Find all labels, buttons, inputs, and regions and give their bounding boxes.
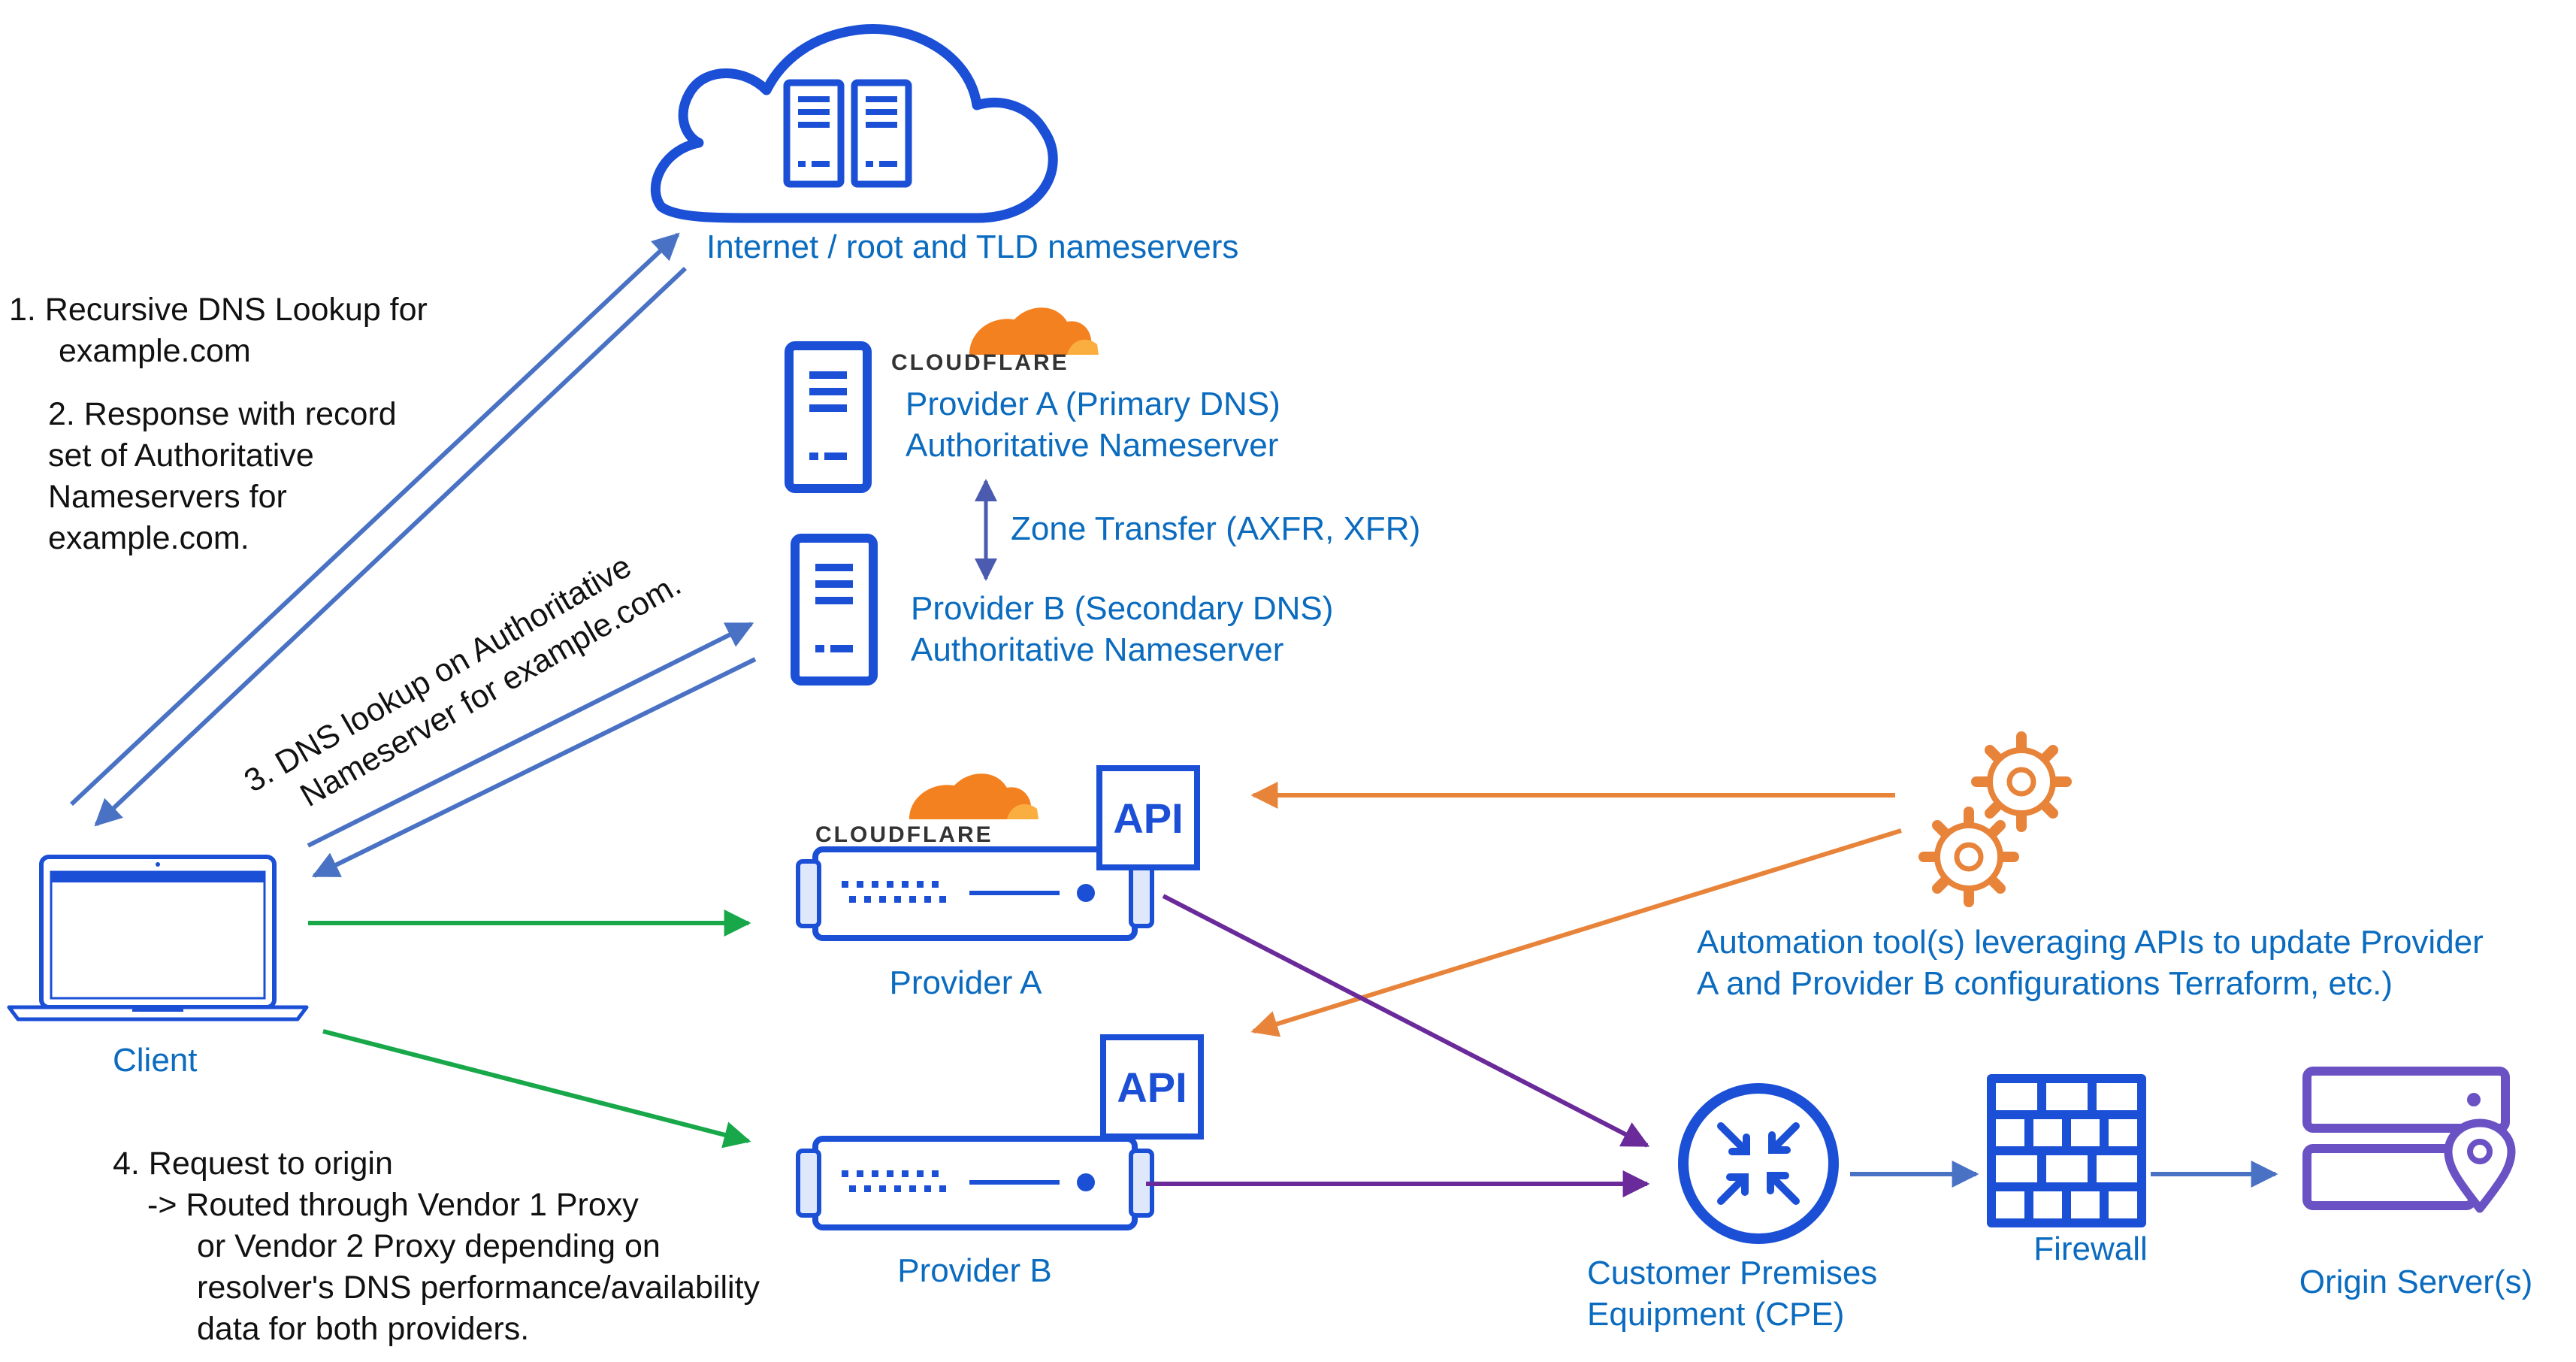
cloudflare-logo: CLOUDFLARE — [891, 307, 1099, 375]
automation-gears — [1918, 731, 2072, 907]
arrow-client-to-ns — [307, 622, 754, 848]
nameserver-b: Provider B (Secondary DNS) Authoritative… — [791, 534, 1333, 686]
ns-a-subtitle: Authoritative Nameserver — [906, 427, 1278, 464]
proxy-a-label: Provider A — [890, 964, 1043, 1001]
ns-b-subtitle: Authoritative Nameserver — [911, 631, 1283, 668]
api-badge: API — [1096, 765, 1200, 870]
cpe-subtitle: Equipment (CPE) — [1587, 1296, 1844, 1333]
client-laptop: Client — [7, 855, 309, 1079]
automation-text: Automation tool(s) leveraging APIs to up… — [1697, 924, 2484, 1002]
arrow-proxy-a-to-cpe — [1162, 894, 1650, 1148]
zone-transfer-label: Zone Transfer (AXFR, XFR) — [1011, 510, 1420, 547]
svg-text:Nameservers for: Nameservers for — [48, 479, 287, 515]
svg-text:or Vendor 2 Proxy depending on: or Vendor 2 Proxy depending on — [197, 1228, 661, 1264]
svg-text:resolver's DNS performance/ava: resolver's DNS performance/availability — [197, 1270, 760, 1306]
ns-b-title: Provider B (Secondary DNS) — [911, 590, 1333, 627]
step-1-text: 1. Recursive DNS Lookup for example.com — [9, 292, 428, 369]
cpe-title: Customer Premises — [1587, 1255, 1877, 1291]
origin-server-icon — [2302, 1067, 2516, 1213]
svg-text:3. DNS lookup on Authoritative: 3. DNS lookup on Authoritative — [238, 548, 637, 799]
server-icon — [791, 534, 878, 686]
laptop-icon — [7, 855, 309, 1021]
server-icon — [785, 341, 872, 493]
svg-text:-> Routed through Vendor 1 Pro: -> Routed through Vendor 1 Proxy — [147, 1187, 639, 1223]
internet-cloud: Internet / root and TLD nameservers — [650, 24, 1238, 265]
api-badge: API — [1100, 1034, 1204, 1140]
svg-text:data for both providers.: data for both providers. — [197, 1311, 529, 1347]
gear-icon — [1971, 731, 2072, 832]
step-3-text: 3. DNS lookup on Authoritative Nameserve… — [238, 548, 688, 814]
origin-label: Origin Server(s) — [2299, 1264, 2533, 1300]
proxy-b-label: Provider B — [897, 1252, 1051, 1289]
svg-text:set of Authoritative: set of Authoritative — [48, 437, 314, 474]
svg-text:2. Response with record: 2. Response with record — [48, 396, 397, 432]
svg-text:4. Request to origin: 4. Request to origin — [113, 1146, 393, 1182]
client-label: Client — [113, 1042, 198, 1079]
svg-text:Automation tool(s) leveraging: Automation tool(s) leveraging APIs to up… — [1697, 924, 2484, 961]
proxy-a: CLOUDFLARE API Provider A — [796, 765, 1200, 1001]
step-2-text: 2. Response with record set of Authorita… — [48, 396, 397, 556]
svg-text:API: API — [1113, 794, 1183, 842]
svg-text:Nameserver for example.com.: Nameserver for example.com. — [295, 566, 688, 814]
svg-text:example.com: example.com — [59, 333, 251, 369]
svg-text:CLOUDFLARE: CLOUDFLARE — [815, 822, 993, 847]
svg-text:example.com.: example.com. — [48, 520, 249, 556]
cloudflare-logo: CLOUDFLARE — [815, 773, 1039, 847]
root-server-icon — [783, 79, 912, 188]
firewall-icon — [1987, 1074, 2146, 1227]
proxy-appliance-icon — [796, 1136, 1154, 1230]
gear-icon — [1918, 807, 2019, 907]
router-icon — [1678, 1083, 1839, 1244]
origin-servers: Origin Server(s) — [2299, 1067, 2533, 1300]
ns-a-title: Provider A (Primary DNS) — [906, 386, 1280, 422]
proxy-b: API Provider B — [796, 1034, 1204, 1289]
arrow-root-to-client — [94, 266, 688, 827]
arrow-ns-to-client — [311, 657, 757, 878]
proxy-appliance-icon — [796, 846, 1154, 941]
svg-text:CLOUDFLARE: CLOUDFLARE — [891, 350, 1069, 375]
cloud-label: Internet / root and TLD nameservers — [706, 229, 1238, 265]
nameserver-a: CLOUDFLARE Provider A (Primary DNS) Auth… — [785, 307, 1280, 493]
arrow-client-to-proxy-b — [322, 1029, 751, 1149]
step-4-text: 4. Request to origin -> Routed through V… — [113, 1146, 760, 1347]
svg-text:API: API — [1117, 1064, 1187, 1111]
firewall-label: Firewall — [2033, 1230, 2148, 1267]
cpe: Customer Premises Equipment (CPE) — [1587, 1083, 1877, 1333]
svg-text:A and Provider B configuration: A and Provider B configurations Terrafor… — [1697, 965, 2393, 1002]
firewall: Firewall — [1987, 1074, 2148, 1267]
svg-text:1. Recursive DNS Lookup for: 1. Recursive DNS Lookup for — [9, 292, 428, 328]
arrow-client-to-root — [69, 232, 680, 807]
